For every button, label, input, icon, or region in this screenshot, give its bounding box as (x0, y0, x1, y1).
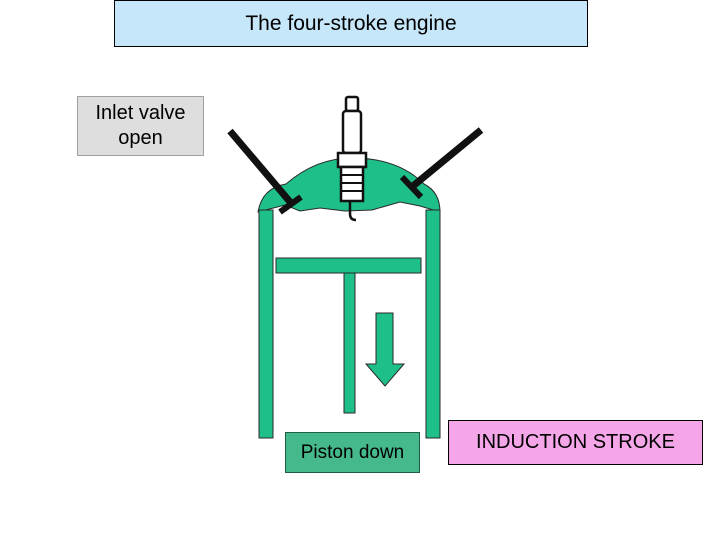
cylinder-wall-left (258, 209, 274, 439)
spark-plug-icon (336, 95, 368, 222)
piston-head (275, 257, 422, 274)
down-arrow-icon (364, 312, 406, 387)
stroke-name-label: INDUCTION STROKE (448, 420, 703, 465)
exhaust-valve-icon (399, 127, 484, 200)
cylinder-wall-right (425, 209, 441, 439)
connecting-rod (343, 272, 356, 414)
inlet-valve-icon (227, 128, 303, 215)
piston-direction-label: Piston down (285, 432, 420, 473)
page-title: The four-stroke engine (114, 0, 588, 47)
